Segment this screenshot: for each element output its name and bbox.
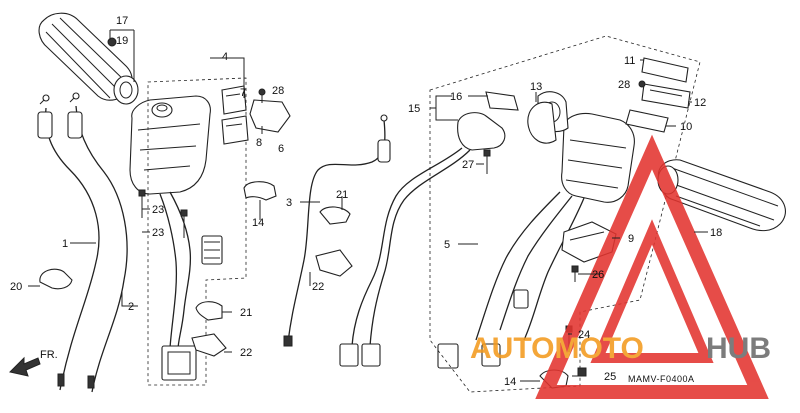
clamp-21-middle [319,206,351,225]
cable-3 [283,114,391,347]
watermark-word-orange: AUTOMOTO [470,332,644,365]
left-grip [38,12,139,105]
left-assembly-frame [147,77,247,386]
callout-6: 6 [278,143,284,155]
callout-12: 12 [694,97,706,109]
screw-28-right [638,80,646,88]
callout-26: 26 [592,269,604,281]
clamp-21-left [195,301,223,321]
leader-lines [28,29,708,382]
watermark: AUTOMOTO HUB [470,134,771,399]
front-direction-arrow: FR. [9,349,58,377]
callout-5: 5 [444,239,450,251]
callout-4: 4 [222,51,228,63]
callout-13: 13 [530,81,542,93]
bolt-25 [577,367,587,377]
callout-14-left: 14 [252,217,264,229]
diagram-code: MAMV-F0400A [628,374,695,384]
callout-7: 7 [240,87,246,99]
harness-15 [339,112,506,367]
callout-10: 10 [680,121,692,133]
callout-23-lower: 23 [152,227,164,239]
callout-2: 2 [128,301,134,313]
callout-23-upper: 23 [152,204,164,216]
callout-11: 11 [624,55,635,67]
bolts-23 [138,189,188,238]
callout-15: 15 [408,103,420,115]
callout-14-right: 14 [504,376,516,388]
callout-24: 24 [578,329,590,341]
callout-18: 18 [710,227,722,239]
callout-19: 19 [116,35,128,47]
callout-25: 25 [604,371,616,383]
callout-16: 16 [450,91,462,103]
clamp-20 [39,268,73,290]
clamp-14-left [243,181,277,201]
callout-9: 9 [628,233,634,245]
clamp-22-left [191,333,227,357]
throttle-cables [37,92,128,393]
bracket-10 [625,109,669,133]
callout-20: 20 [10,281,22,293]
watermark-word-gray: HUB [706,332,771,365]
callout-28-right: 28 [618,79,630,91]
clamp-22-middle [315,249,353,277]
switch-plates [221,85,291,145]
watermark-triangle-inner [590,219,714,363]
screw-27 [483,149,491,174]
bracket-12 [641,83,691,109]
screw-26 [571,265,579,282]
callout-3: 3 [286,197,292,209]
bracket-11 [641,57,689,83]
callout-27: 27 [462,159,474,171]
callout-1: 1 [62,238,68,250]
callout-8: 8 [256,137,262,149]
callout-21-left: 21 [240,307,252,319]
collar-13 [527,101,557,144]
watermark-triangle [535,134,769,399]
fr-label: FR. [40,349,58,361]
left-switch-housing [129,95,223,381]
callout-28-left: 28 [272,85,284,97]
callout-17: 17 [116,15,128,27]
callout-22-left: 22 [240,347,252,359]
callout-21-middle: 21 [336,189,348,201]
callout-22-middle: 22 [312,281,324,293]
harness-16 [485,91,519,111]
